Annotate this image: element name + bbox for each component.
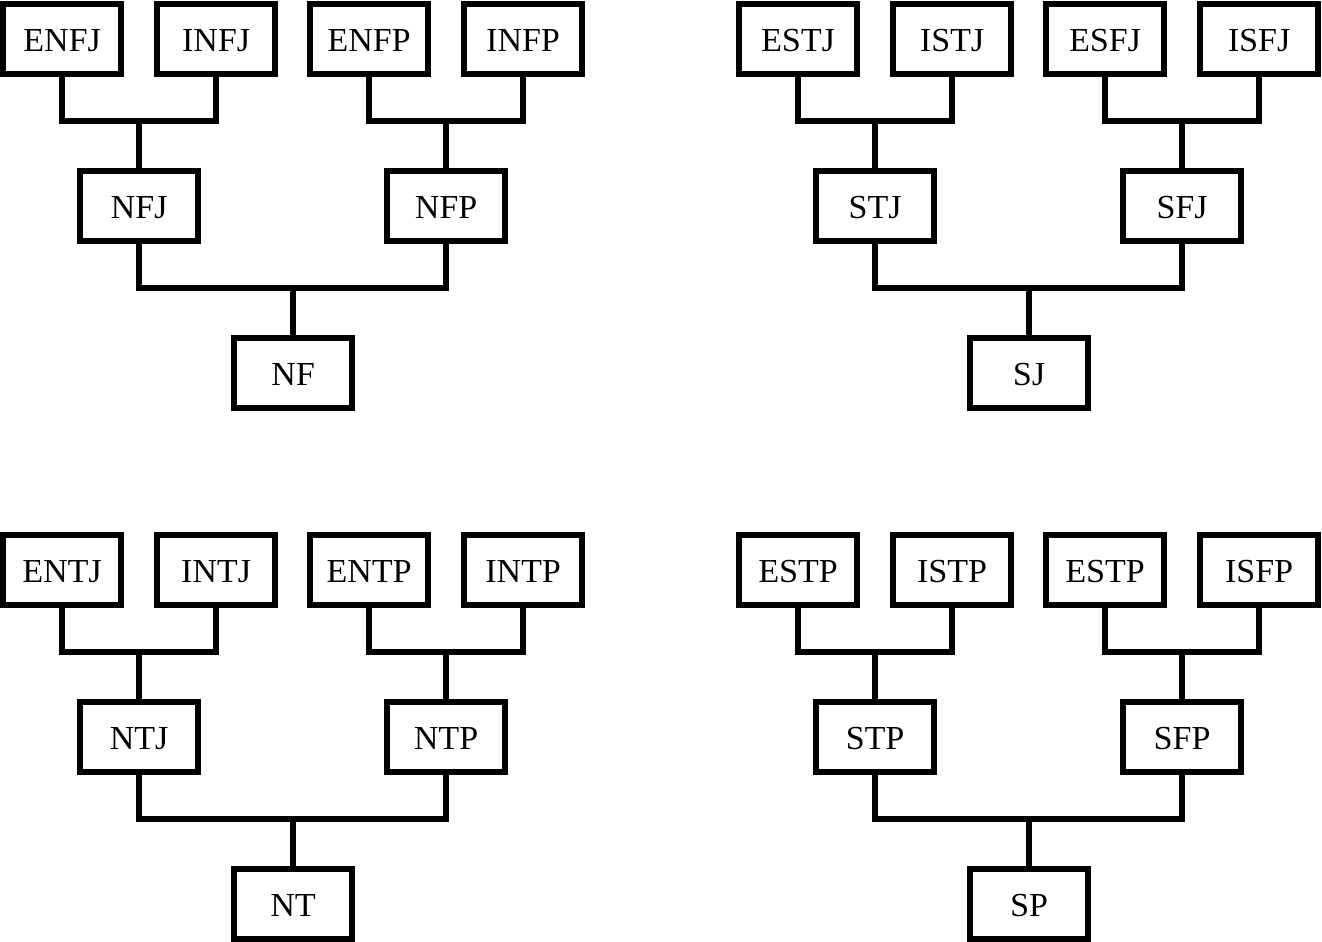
connector-leaves-0 (795, 71, 955, 174)
leaf-node-2-box (307, 1, 431, 77)
leaf-node-1-box (154, 532, 278, 608)
leaf-node-3-label: INFP (486, 22, 560, 59)
leaf-node-2-label: ENFP (327, 22, 410, 59)
middle-node-0-box (77, 699, 201, 775)
leaf-node-1-box (890, 1, 1014, 77)
connector-leaves-0 (59, 602, 219, 705)
middle-node-1-box (384, 168, 508, 244)
connector-leaves-1 (366, 602, 526, 705)
root-node-box (231, 335, 355, 411)
leaf-node-0-label: ENTJ (22, 553, 101, 590)
tree-sp: ESTP ISTP ESTP ISFP STP SFP SP (736, 532, 1321, 942)
middle-node-1-label: SFJ (1156, 189, 1207, 226)
root-node-box (231, 866, 355, 942)
connector-middle-root (136, 238, 449, 341)
leaf-node-3-label: ISFP (1225, 553, 1293, 590)
leaf-node-2-label: ESTP (1065, 553, 1144, 590)
connector-leaves-1 (366, 71, 526, 174)
leaf-node-3-label: INTP (485, 553, 561, 590)
connector-leaves-1 (1102, 602, 1262, 705)
leaf-node-3-box (461, 1, 585, 77)
middle-node-1-label: NFP (415, 189, 477, 226)
leaf-node-1-label: ISTP (917, 553, 987, 590)
root-node-label: NT (270, 887, 316, 924)
middle-node-0-label: STJ (849, 189, 902, 226)
leaf-node-0-box (736, 532, 860, 608)
leaf-node-0-box (0, 532, 124, 608)
leaf-node-1-box (890, 532, 1014, 608)
leaf-node-2-box (307, 532, 431, 608)
root-node-box (967, 335, 1091, 411)
connector-middle-root (872, 238, 1185, 341)
connector-middle-root (872, 769, 1185, 872)
middle-node-0-box (813, 699, 937, 775)
leaf-node-1-label: INTJ (181, 553, 251, 590)
leaf-node-0-box (0, 1, 124, 77)
connector-leaves-1 (1102, 71, 1262, 174)
middle-node-0-label: NFJ (111, 189, 168, 226)
connector-middle-root (136, 769, 449, 872)
leaf-node-0-box (736, 1, 860, 77)
leaf-node-3-box (461, 532, 585, 608)
root-node-box (967, 866, 1091, 942)
tree-sj: ESTJ ISTJ ESFJ ISFJ STJ SFJ SJ (736, 1, 1321, 411)
root-node-label: SJ (1013, 356, 1045, 393)
leaf-node-2-box (1043, 532, 1167, 608)
leaf-node-3-box (1197, 1, 1321, 77)
middle-node-0-box (813, 168, 937, 244)
tree-nf: ENFJ INFJ ENFP INFP NFJ NFP NF (0, 1, 585, 411)
leaf-node-2-label: ENTP (327, 553, 412, 590)
leaf-node-1-box (154, 1, 278, 77)
leaf-node-0-label: ESTJ (761, 22, 835, 59)
middle-node-1-box (1120, 699, 1244, 775)
middle-node-1-box (1120, 168, 1244, 244)
leaf-node-1-label: INFJ (182, 22, 250, 59)
root-node-label: NF (271, 356, 314, 393)
middle-node-1-label: SFP (1154, 720, 1211, 757)
connector-leaves-0 (59, 71, 219, 174)
leaf-node-3-box (1197, 532, 1321, 608)
leaf-node-0-label: ENFJ (23, 22, 100, 59)
middle-node-0-box (77, 168, 201, 244)
leaf-node-2-label: ESFJ (1069, 22, 1141, 59)
leaf-node-0-label: ESTP (758, 553, 837, 590)
leaf-node-1-label: ISTJ (920, 22, 984, 59)
middle-node-1-label: NTP (414, 720, 478, 757)
root-node-label: SP (1010, 887, 1048, 924)
middle-node-0-label: STP (846, 720, 905, 757)
leaf-node-3-label: ISFJ (1228, 22, 1290, 59)
middle-node-1-box (384, 699, 508, 775)
middle-node-0-label: NTJ (110, 720, 169, 757)
connector-leaves-0 (795, 602, 955, 705)
leaf-node-2-box (1043, 1, 1167, 77)
tree-nt: ENTJ INTJ ENTP INTP NTJ NTP NT (0, 532, 585, 942)
